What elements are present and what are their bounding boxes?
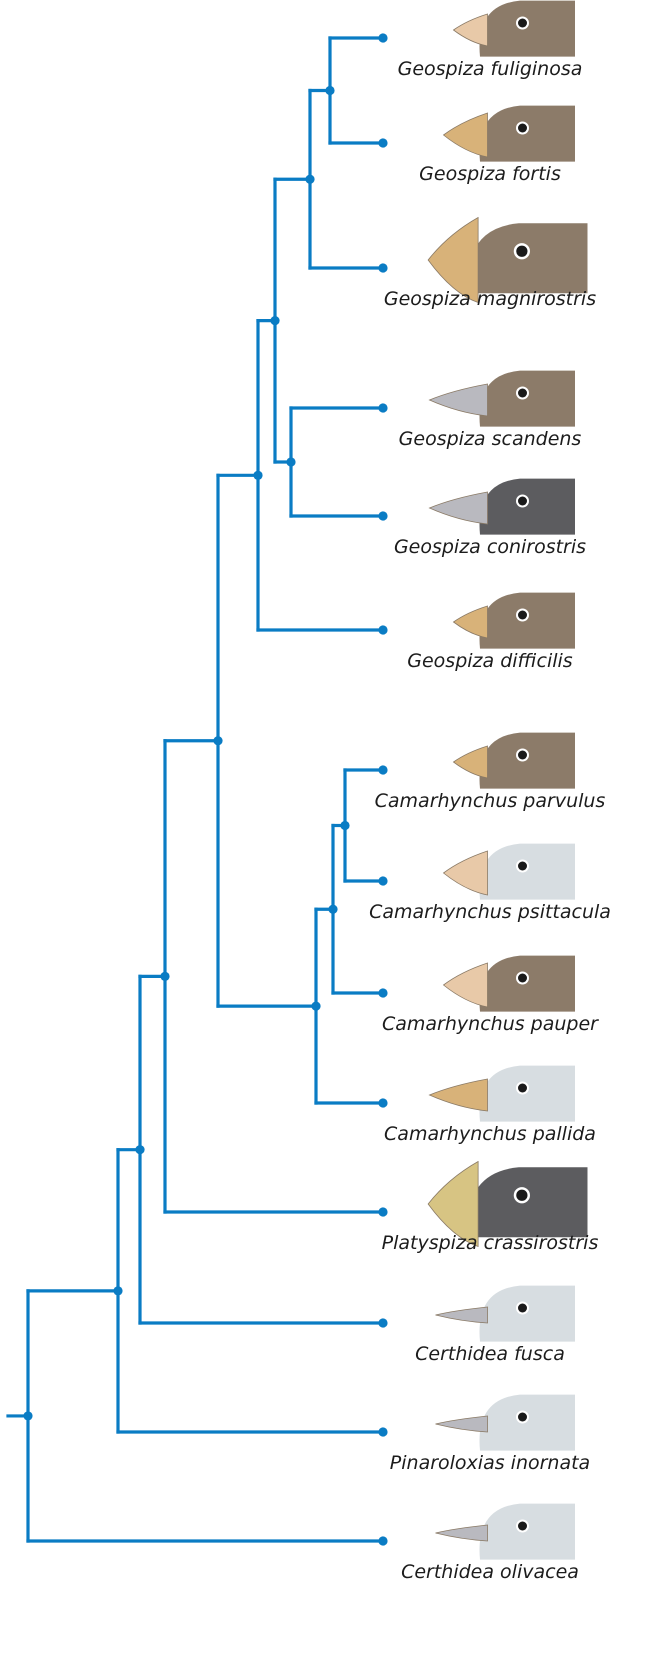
- leaf-dot-c-olivacea: [378, 1536, 387, 1545]
- leaf-dot-g-scandens: [378, 403, 387, 412]
- leaf-dot-p-crassirostris: [378, 1207, 387, 1216]
- leaf-dot-g-difficilis: [378, 625, 387, 634]
- bird-eye: [518, 389, 527, 398]
- bird-head-shape: [468, 223, 587, 293]
- bird-head-g-conirostris: [430, 479, 576, 535]
- bird-head-shape: [480, 106, 576, 162]
- bird-beak-shape: [430, 492, 488, 524]
- species-label-g-conirostris: Geospiza conirostris: [394, 536, 586, 558]
- leaf-dot-c-psittacula: [378, 876, 387, 885]
- bird-beak-shape: [430, 384, 488, 416]
- bird-head-g-scandens: [430, 371, 576, 427]
- bird-head-shape: [480, 733, 576, 789]
- bird-eye: [516, 246, 527, 257]
- node-d-node: [253, 471, 262, 480]
- node-j-node: [328, 905, 337, 914]
- leaf-dot-c-pauper: [378, 988, 387, 997]
- species-label-g-fortis: Geospiza fortis: [419, 163, 561, 185]
- leaf-dot-g-magnirostris: [378, 263, 387, 272]
- leaf-dot-p-inornata: [378, 1427, 387, 1436]
- species-label-g-difficilis: Geospiza difficilis: [407, 650, 573, 672]
- bird-head-c-psittacula: [444, 844, 576, 900]
- bird-beak-shape: [430, 1079, 488, 1111]
- node-b-node: [160, 972, 169, 981]
- bird-eye: [518, 497, 527, 506]
- bird-beak-shape: [436, 1307, 488, 1323]
- bird-beak-shape: [436, 1525, 488, 1541]
- bird-beak-shape: [444, 851, 488, 895]
- bird-eye: [518, 1522, 527, 1531]
- species-label-c-parvulus: Camarhynchus parvulus: [375, 790, 606, 812]
- leaf-dot-g-fuliginosa: [378, 33, 387, 42]
- species-label-g-scandens: Geospiza scandens: [399, 428, 582, 450]
- bird-beak-shape: [444, 113, 488, 157]
- bird-eye: [518, 751, 527, 760]
- node-a-node: [135, 1145, 144, 1154]
- bird-eye: [518, 1413, 527, 1422]
- bird-eye: [518, 19, 527, 28]
- bird-head-shape: [468, 1167, 587, 1237]
- bird-eye: [518, 611, 527, 620]
- species-label-c-fusca: Certhidea fusca: [415, 1343, 565, 1365]
- bird-head-c-olivacea: [436, 1504, 576, 1560]
- bird-eye: [518, 124, 527, 133]
- bird-eye: [518, 1084, 527, 1093]
- node-c-node: [213, 736, 222, 745]
- node-g-node: [325, 86, 334, 95]
- species-label-p-inornata: Pinaroloxias inornata: [390, 1452, 590, 1474]
- bird-head-shape: [480, 1066, 576, 1122]
- bird-head-shape: [480, 1395, 576, 1451]
- tree-nodes: [23, 33, 387, 1545]
- bird-beak-shape: [454, 14, 488, 46]
- bird-head-shape: [480, 1286, 576, 1342]
- leaf-dot-c-pallida: [378, 1098, 387, 1107]
- bird-eye: [518, 1304, 527, 1313]
- tree-branches: [8, 38, 383, 1541]
- bird-head-c-fusca: [436, 1286, 576, 1342]
- node-h-node: [286, 457, 295, 466]
- species-label-p-crassirostris: Platyspiza crassirostris: [382, 1232, 599, 1254]
- node-in-node: [113, 1286, 122, 1295]
- bird-eye: [518, 974, 527, 983]
- bird-head-g-fortis: [444, 106, 576, 162]
- species-label-c-pallida: Camarhynchus pallida: [384, 1123, 596, 1145]
- bird-head-shape: [480, 371, 576, 427]
- bird-head-c-pallida: [430, 1066, 576, 1122]
- bird-beak-shape: [444, 963, 488, 1007]
- bird-beak-shape: [454, 606, 488, 638]
- species-label-g-fuliginosa: Geospiza fuliginosa: [398, 58, 583, 80]
- species-label-c-olivacea: Certhidea olivacea: [401, 1561, 579, 1583]
- bird-head-shape: [480, 844, 576, 900]
- bird-head-shape: [480, 956, 576, 1012]
- bird-head-p-inornata: [436, 1395, 576, 1451]
- bird-head-g-fuliginosa: [454, 1, 576, 57]
- node-i-node: [311, 1002, 320, 1011]
- node-f-node: [305, 175, 314, 184]
- bird-eye: [518, 862, 527, 871]
- species-label-c-pauper: Camarhynchus pauper: [382, 1013, 599, 1035]
- leaf-dot-g-conirostris: [378, 511, 387, 520]
- bird-head-shape: [480, 593, 576, 649]
- species-label-g-magnirostris: Geospiza magnirostris: [384, 288, 596, 310]
- bird-eye: [516, 1190, 527, 1201]
- bird-head-g-difficilis: [454, 593, 576, 649]
- bird-head-shape: [480, 1504, 576, 1560]
- leaf-dot-c-fusca: [378, 1318, 387, 1327]
- bird-head-c-parvulus: [454, 733, 576, 789]
- bird-beak-shape: [436, 1416, 488, 1432]
- bird-head-shape: [480, 479, 576, 535]
- species-label-c-psittacula: Camarhynchus psittacula: [369, 901, 611, 923]
- leaf-dot-c-parvulus: [378, 765, 387, 774]
- node-e-node: [270, 316, 279, 325]
- bird-beak-shape: [454, 746, 488, 778]
- node-k-node: [340, 821, 349, 830]
- bird-head-illustrations: [428, 1, 587, 1560]
- bird-head-c-pauper: [444, 956, 576, 1012]
- node-root-node: [23, 1411, 32, 1420]
- leaf-dot-g-fortis: [378, 138, 387, 147]
- bird-head-shape: [480, 1, 576, 57]
